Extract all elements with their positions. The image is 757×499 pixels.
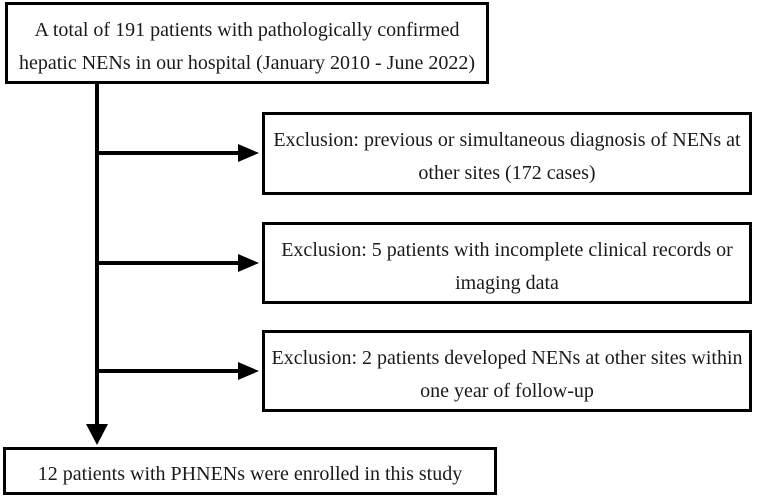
exclusion-1-text-line-1: Exclusion: previous or simultaneous diag… <box>273 129 741 151</box>
branch-arrow-3-icon <box>95 362 259 380</box>
exclusion-box-1: Exclusion: previous or simultaneous diag… <box>262 112 752 195</box>
initial-cohort-text-line-1: A total of 191 patients with pathologica… <box>34 18 460 41</box>
exclusion-3-text-line-1: Exclusion: 2 patients developed NENs at … <box>271 346 743 369</box>
branch-arrow-1-icon <box>95 144 259 162</box>
final-enrollment-text: 12 patients with PHNENs were enrolled in… <box>37 463 463 485</box>
exclusion-box-2: Exclusion: 5 patients with incomplete cl… <box>262 222 752 304</box>
exclusion-2-text-line-2: imaging data <box>455 271 559 294</box>
branch-arrow-2-icon <box>95 254 259 272</box>
initial-cohort-text-line-2: hepatic NENs in our hospital (January 20… <box>18 51 475 74</box>
exclusion-1-text-line-2: other sites (172 cases) <box>418 162 596 184</box>
down-arrow-icon <box>86 424 108 445</box>
final-enrollment-box: 12 patients with PHNENs were enrolled in… <box>3 447 497 495</box>
exclusion-3-text-line-2: one year of follow-up <box>420 379 594 402</box>
initial-cohort-box: A total of 191 patients with pathologica… <box>5 2 489 84</box>
exclusion-2-text-line-1: Exclusion: 5 patients with incomplete cl… <box>281 238 733 261</box>
exclusion-box-3: Exclusion: 2 patients developed NENs at … <box>262 330 752 412</box>
